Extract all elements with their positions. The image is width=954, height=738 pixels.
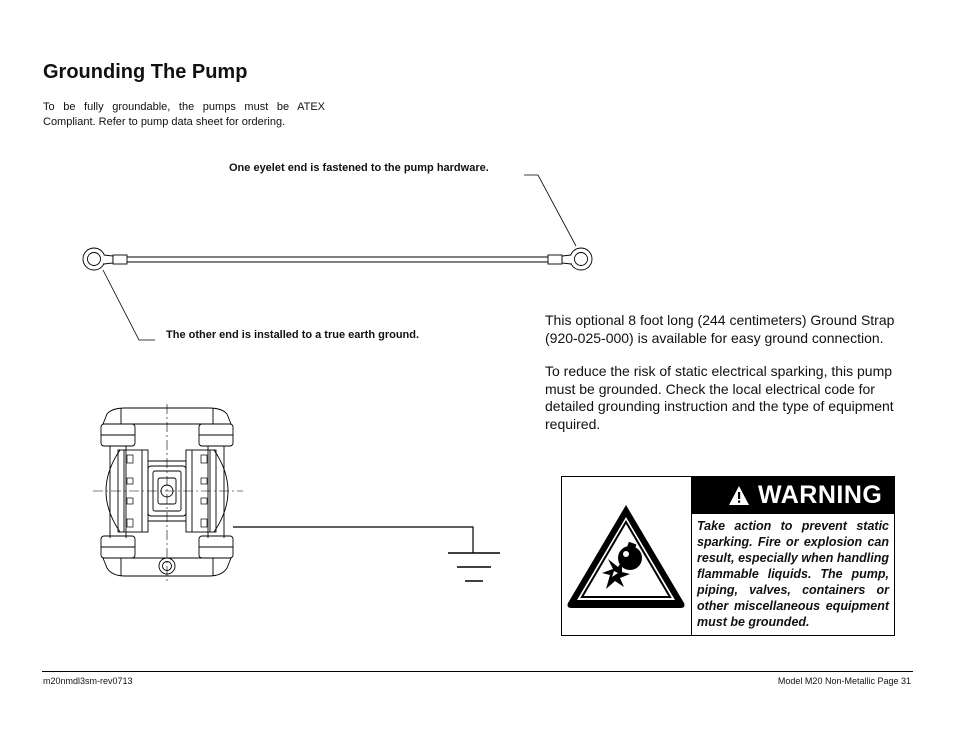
warning-box: WARNING Take action to prevent static sp… [561, 476, 895, 636]
document-code: m20nmdl3sm-rev0713 [43, 676, 133, 686]
ground-wire [233, 526, 474, 553]
explosion-hazard-icon [562, 477, 692, 635]
right-crimp [547, 254, 563, 265]
page-number: Model M20 Non-Metallic Page 31 [777, 676, 911, 686]
earth-ground-symbol [448, 552, 500, 582]
warning-text: Take action to prevent static sparking. … [697, 519, 889, 629]
warning-title: WARNING [758, 481, 883, 509]
callout-bottom-label: The other end is installed to a true ear… [166, 329, 420, 341]
warning-header: WARNING [692, 477, 895, 514]
callout-bottom-leader [102, 269, 155, 341]
grounding-description: To reduce the risk of static electrical … [545, 363, 894, 432]
callout-top-leader [524, 174, 577, 247]
ground-strap-description: This optional 8 foot long (244 centimete… [545, 312, 895, 346]
warning-triangle-icon [729, 485, 749, 505]
footer-divider [42, 671, 913, 672]
left-crimp [112, 254, 128, 265]
ground-strap [82, 247, 593, 271]
intro-text: To be fully groundable, the pumps must b… [43, 101, 325, 128]
page-title: Grounding The Pump [43, 61, 248, 83]
callout-top-label: One eyelet end is fastened to the pump h… [229, 162, 489, 174]
